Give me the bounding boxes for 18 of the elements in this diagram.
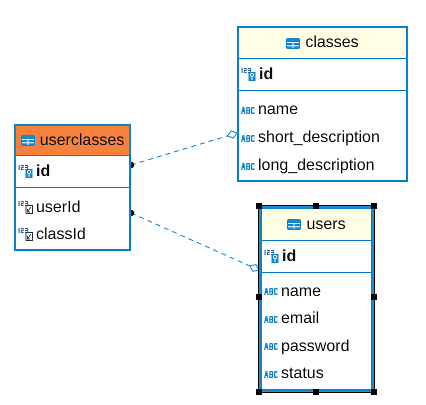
- table-name: users: [306, 216, 346, 232]
- entity-table: [14, 124, 131, 251]
- table-name: classes: [305, 35, 359, 51]
- primary-key-column: id: [259, 66, 274, 82]
- table-name: userclasses: [40, 132, 124, 148]
- primary-key-column: id: [282, 248, 296, 264]
- primary-key-column: id: [36, 164, 50, 180]
- column-name: userId: [36, 200, 80, 216]
- column-name: name: [258, 102, 298, 118]
- entity-table: [259, 206, 374, 392]
- column-name: name: [281, 284, 322, 300]
- column-name: long_description: [258, 158, 375, 174]
- column-name: email: [281, 311, 320, 328]
- entity-table: [237, 26, 408, 182]
- column-name: classId: [36, 226, 86, 242]
- column-name: short_description: [258, 130, 380, 146]
- column-name: password: [281, 338, 350, 355]
- column-name: status: [281, 366, 324, 382]
